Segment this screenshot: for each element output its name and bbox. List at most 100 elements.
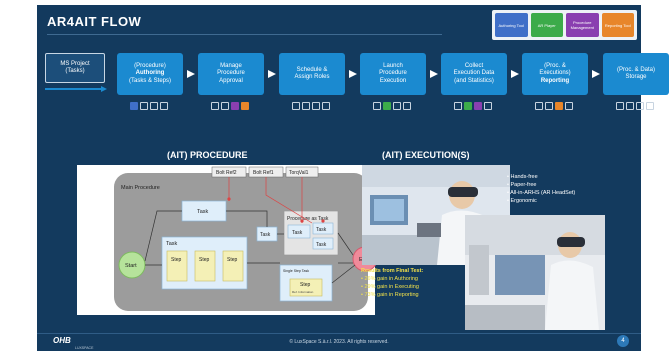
tool-chip [626,102,634,110]
tool-chip [454,102,462,110]
task-top-label: Task [197,209,209,215]
tool-chip [150,102,158,110]
step-3-label: Step [227,257,238,263]
ref-dot-1 [227,197,231,201]
legend-item: Procedure Management [566,13,599,37]
flow-arrow-icon [592,70,600,78]
slide-title: AR4AIT FLOW [47,14,142,29]
connector-top-small [226,210,268,227]
inner-task-1 [287,224,311,239]
tool-chips [292,102,330,110]
flow-step-line: Procedure [379,70,407,77]
tool-chip [474,102,482,110]
diagram-connectors [144,177,356,284]
flow-step-line: Storage [625,74,647,80]
flow-arrow-icon [349,70,357,78]
flow-step-line: Execution Data [453,70,495,77]
tool-chip [231,102,239,110]
page-number: 4 [617,335,629,347]
legend-item: Authoring Tool [495,13,528,37]
connector-start-top [144,210,182,262]
inner-task-2-label: Task [316,227,327,233]
tool-chips [373,102,411,110]
tool-chip [160,102,168,110]
tool-chips [454,102,492,110]
tool-chip [140,102,148,110]
ms-project-line-1: MS Project [60,61,90,67]
benefit-item: Ergonomic [507,197,575,205]
flow-arrow-icon [511,70,519,78]
title-divider [47,34,442,35]
flow-step-line: (and Statistics) [454,77,494,84]
luxspace-logo-text: LUXSPACE [75,346,94,350]
tool-chip [464,102,472,110]
step-3 [222,250,244,282]
ms-project-line-2: (Tasks) [65,68,85,74]
tool-chip [383,102,391,110]
flow-arrow-icon [268,70,276,78]
execution-photo-2 [465,215,605,330]
flow-step-line: Schedule & [296,66,328,73]
tool-chip [545,102,553,110]
tablet-screen [495,255,545,295]
results-title: Results from Final Test: [361,268,424,274]
ref-dot-2 [300,219,304,223]
main-procedure-label: Main Procedure [121,185,160,191]
tool-chip [241,102,249,110]
tool-chip [292,102,300,110]
task-with-steps-label: Task [166,241,178,247]
tool-chip [312,102,320,110]
procedure-diagram: Main Procedure Bolt Ref2 Bolt Ref1 TorqV… [77,165,378,315]
flow-step-line: Reporting [540,77,570,84]
result-item: 29% gain in Executing [361,283,423,291]
step-2-label: Step [199,257,210,263]
legend-item: AR Player [530,13,563,37]
tool-chip [302,102,310,110]
inner-task-2 [312,222,334,235]
tag-bolt-ref2-label: Bolt Ref2 [216,170,237,176]
step-1 [166,250,188,282]
ohb-logo: OHB [53,336,71,345]
flow-step-line: Authoring [135,70,165,77]
tool-chips [130,102,168,110]
copyright-footer: © LuxSpace S.à.r.l. 2023. All rights res… [289,339,389,345]
flow-step-1: (Procedure)Authoring(Tasks & Steps) [117,53,183,95]
tool-chip [636,102,644,110]
tool-chip [373,102,381,110]
flow-step-3: Schedule &Assign Roles [279,53,345,95]
results-box: Results from Final Test: 26% gain in Aut… [361,267,423,299]
procedure-title: (AIT) PROCEDURE [167,150,248,160]
inner-task-3-label: Task [316,242,327,248]
tool-chip [322,102,330,110]
ref-dot-3 [321,219,325,223]
execution-benefits: Hands-free Paper-free All-in-ARHS (AR He… [507,173,575,205]
flow-arrow-icon [187,70,195,78]
inner-task-3 [312,237,334,250]
single-step [289,278,323,297]
connector-single-end [331,264,356,284]
result-item: 73% gain in Reporting [361,291,423,299]
procedure-diagram-svg: Main Procedure Bolt Ref2 Bolt Ref1 TorqV… [114,166,378,311]
execution-photo-2-svg [465,215,605,330]
tag-torqval1-label: TorqVal1 [289,170,309,176]
tool-chips [535,102,573,110]
tool-chip [616,102,624,110]
flow-step-line: Collect [464,62,484,69]
flow-step-line: Approval [219,77,243,84]
ms-project-arrow [45,86,107,92]
flow-step-line: (Proc. & Data) [616,66,655,73]
flow-arrow-icon [430,70,438,78]
connector-proc-end [337,232,354,256]
legend-item: Reporting Tool [601,13,634,37]
start-node-label: Start [125,263,137,269]
task-small-label: Task [260,232,271,238]
tag-bolt-ref1-label: Bolt Ref1 [253,170,274,176]
ms-project-box: MS Project (Tasks) [45,53,105,83]
tool-chip [130,102,138,110]
benefit-item: Paper-free [507,181,575,189]
tool-chip [646,102,654,110]
flow-step-line: (Procedure) [134,62,166,69]
